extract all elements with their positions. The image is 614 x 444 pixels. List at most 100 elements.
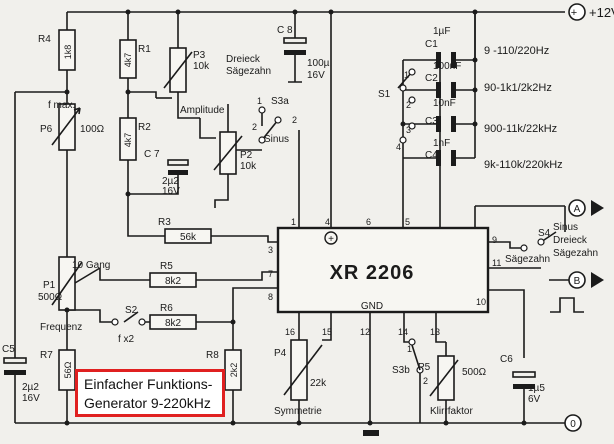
p6-name: P6 <box>40 124 53 135</box>
junction-dots <box>64 9 527 426</box>
c2-value: 100nF <box>433 61 461 72</box>
output-terminal-b: B <box>549 271 604 313</box>
ground-symbol <box>363 430 379 436</box>
supply-terminal: + +12V <box>568 3 614 21</box>
p3-label: Amplitude <box>180 105 225 116</box>
pin-number: 1 <box>291 217 296 227</box>
s3b-name: S3b <box>392 365 410 376</box>
p1-label-bottom: Frequenz <box>40 322 82 333</box>
supply-voltage-label: +12V <box>589 5 614 20</box>
ic-xr2206: + XR 2206 GND <box>276 226 490 314</box>
s1-name: S1 <box>378 89 391 100</box>
c1-value: 1µF <box>433 26 450 37</box>
resistor-r1: R1 4k7 <box>119 39 151 79</box>
c4-value: 1nF <box>433 138 450 149</box>
capacitor-c8: C 8 100µ 16V <box>277 25 330 81</box>
switch-s1: S1 1 2 3 4 <box>378 68 416 152</box>
pin-number: 9 <box>492 235 497 245</box>
resistor-r5: R5 8k2 <box>149 261 197 288</box>
resistor-r3: R3 56k <box>158 217 212 244</box>
resistor-r6: R6 8k2 <box>149 303 197 330</box>
c7-value: 2µ2 <box>162 176 179 187</box>
p4-label: Symmetrie <box>274 406 322 417</box>
arrow-right-icon <box>591 200 604 216</box>
p2-value: 10k <box>240 161 257 172</box>
r7-name: R7 <box>40 350 53 361</box>
r7-value: 56Ω <box>63 361 73 378</box>
r2-value: 4k7 <box>123 133 133 148</box>
output-a-label: Sinus <box>553 222 578 233</box>
p3-value: 10k <box>193 61 210 72</box>
s4-name: S4 <box>538 228 551 239</box>
arrow-right-icon <box>591 272 604 288</box>
p4-name: P4 <box>274 348 287 359</box>
potentiometer-p5: P5 500Ω Klirrfaktor <box>418 355 487 417</box>
c8-voltage: 16V <box>307 70 325 81</box>
pin-number: 13 <box>430 327 440 337</box>
c7-voltage: 16V <box>162 186 180 197</box>
resistor-r7: R7 56Ω <box>40 349 76 391</box>
s1-position: 3 <box>406 125 411 135</box>
c6-value: 1µ5 <box>528 383 545 394</box>
potentiometer-p4: P4 22k Symmetrie <box>274 339 327 417</box>
p5-value: 500Ω <box>462 367 487 378</box>
pin-number: 6 <box>366 217 371 227</box>
pin-number: 4 <box>325 217 330 227</box>
s2-label: f x2 <box>118 334 135 345</box>
capacitor-c2: 100nF C2 90-1k1/2k2Hz <box>425 61 552 98</box>
r6-value: 8k2 <box>165 318 182 329</box>
resistor-r8: R8 2k2 <box>206 349 242 391</box>
resistor-r4: R4 1k8 <box>38 29 76 71</box>
r4-value: 1k8 <box>63 45 73 60</box>
p5-label: Klirrfaktor <box>430 406 473 417</box>
ic-pin-numbers: 1 3 4 6 5 7 8 9 11 10 12 16 15 14 13 2 <box>268 115 501 337</box>
capacitor-c1: 1µF C1 9 -110/220Hz <box>425 26 549 68</box>
output-terminal-a: A Sinus Dreieck Sägezahn <box>553 199 604 259</box>
pin-number: 10 <box>476 297 486 307</box>
p6-value: 100Ω <box>80 124 105 135</box>
pin-number: 5 <box>405 217 410 227</box>
p2-name: P2 <box>240 150 253 161</box>
switch-s4: S4 Sägezahn <box>505 228 551 265</box>
ic-gnd-label: GND <box>361 301 383 312</box>
s1-position: 2 <box>406 100 411 110</box>
s3a-name: S3a <box>271 96 289 107</box>
c5-name: C5 <box>2 344 15 355</box>
pin-number: 16 <box>285 327 295 337</box>
c4-range: 9k-110k/220kHz <box>484 159 563 171</box>
s3a-label-pos2: Sinus <box>264 134 289 145</box>
c7-name: C 7 <box>144 149 160 160</box>
output-a-label: Dreieck <box>553 235 588 246</box>
output-a-label: Sägezahn <box>553 248 598 259</box>
potentiometer-p2: P2 10k <box>213 131 257 175</box>
c8-name: C 8 <box>277 25 293 36</box>
r6-name: R6 <box>160 303 173 314</box>
ic-name: XR 2206 <box>330 262 415 284</box>
r5-value: 8k2 <box>165 276 182 287</box>
r8-name: R8 <box>206 350 219 361</box>
r5-name: R5 <box>160 261 173 272</box>
potentiometer-p6: f max. P6 100Ω <box>40 100 105 151</box>
s4-label: Sägezahn <box>505 254 550 265</box>
c2-name: C2 <box>425 73 438 84</box>
c3-name: C3 <box>425 116 438 127</box>
output-a-letter: A <box>574 204 581 215</box>
c5-voltage: 16V <box>22 393 40 404</box>
c3-range: 900-11k/22kHz <box>484 123 557 135</box>
c4-name: C4 <box>425 150 438 161</box>
ground-terminal: 0 <box>363 414 582 436</box>
p6-label: f max. <box>48 100 75 111</box>
pin-number: 14 <box>398 327 408 337</box>
capacitor-c5: C5 2µ2 16V <box>2 344 40 404</box>
switch-s3a: Dreieck Sägezahn 1 S3a 2 Sinus <box>226 54 289 145</box>
potentiometer-p3: P3 10k Amplitude <box>163 47 225 116</box>
ground-label: 0 <box>570 419 576 430</box>
square-wave-icon <box>550 297 584 313</box>
switch-s2: S2 f x2 <box>111 305 146 345</box>
caption-box: Einfacher Funktions- Generator 9-220kHz <box>75 369 225 417</box>
s3a-pos1: 1 <box>257 96 262 106</box>
caption-line: Generator 9-220kHz <box>84 395 211 411</box>
c8-value: 100µ <box>307 58 330 69</box>
